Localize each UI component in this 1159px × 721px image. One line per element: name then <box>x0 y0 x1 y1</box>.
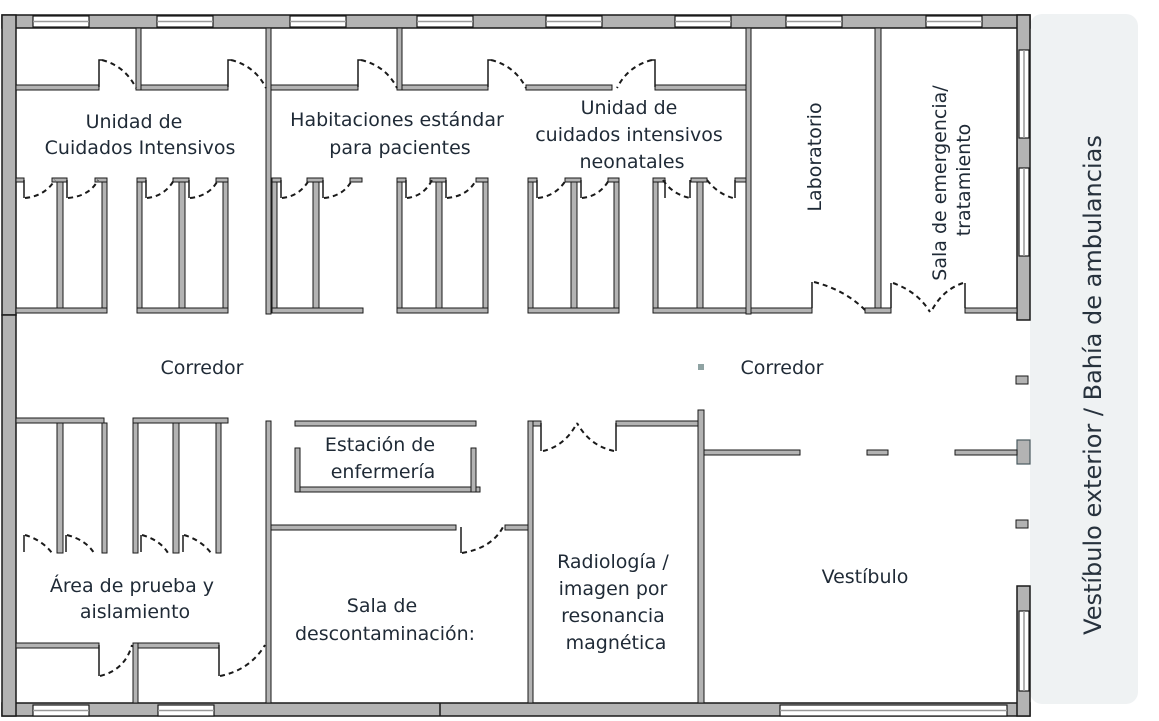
room-label-nursing-station: Estación de enfermería <box>325 434 441 483</box>
room-label-decontamination: Sala de descontaminación: <box>295 595 475 645</box>
room-label-icu: Unidad de Cuidados Intensivos <box>45 111 236 159</box>
room-label-emergency: Sala de emergencia/ tratamiento <box>929 79 975 280</box>
window <box>289 15 347 28</box>
room-label-radiology: Radiología / imagen por resonancia magné… <box>557 551 675 654</box>
right-windows <box>1018 49 1030 692</box>
room-label-isolation: Área de prueba y aislamiento <box>50 574 220 623</box>
room-label-corridor-left: Corredor <box>161 357 244 379</box>
room-label-laboratory: Laboratorio <box>804 102 826 211</box>
window <box>545 15 603 28</box>
window <box>674 15 732 28</box>
top-wall <box>1 14 1031 29</box>
marker-dot <box>698 364 704 370</box>
exterior-vestibule-panel <box>1030 14 1138 704</box>
window <box>157 704 215 717</box>
window <box>1018 49 1030 139</box>
window <box>416 15 474 28</box>
upper-doors <box>23 59 966 313</box>
window <box>779 704 1008 717</box>
upper-interior-walls <box>15 27 1018 315</box>
left-wall-upper <box>1 14 17 316</box>
room-label-standard-rooms: Habitaciones estándar para pacientes <box>290 109 510 159</box>
exterior-vestibule-label: Vestíbulo exterior / Bahía de ambulancia… <box>1079 135 1107 635</box>
top-windows <box>32 15 983 28</box>
window <box>32 15 90 28</box>
window <box>1018 610 1030 692</box>
left-wall-lower <box>1 314 17 717</box>
room-label-lobby: Vestíbulo <box>822 566 909 588</box>
window <box>1018 167 1030 257</box>
lower-doors <box>23 422 617 677</box>
room-label-nicu: Unidad de cuidados intensivos neonatales <box>535 97 729 173</box>
window <box>32 704 90 717</box>
entry-posts <box>1015 375 1031 529</box>
bottom-windows <box>32 703 1008 717</box>
lower-interior-walls <box>15 409 1018 704</box>
window <box>156 15 214 28</box>
window <box>785 15 843 28</box>
window <box>925 15 983 28</box>
room-label-corridor-right: Corredor <box>741 357 824 379</box>
